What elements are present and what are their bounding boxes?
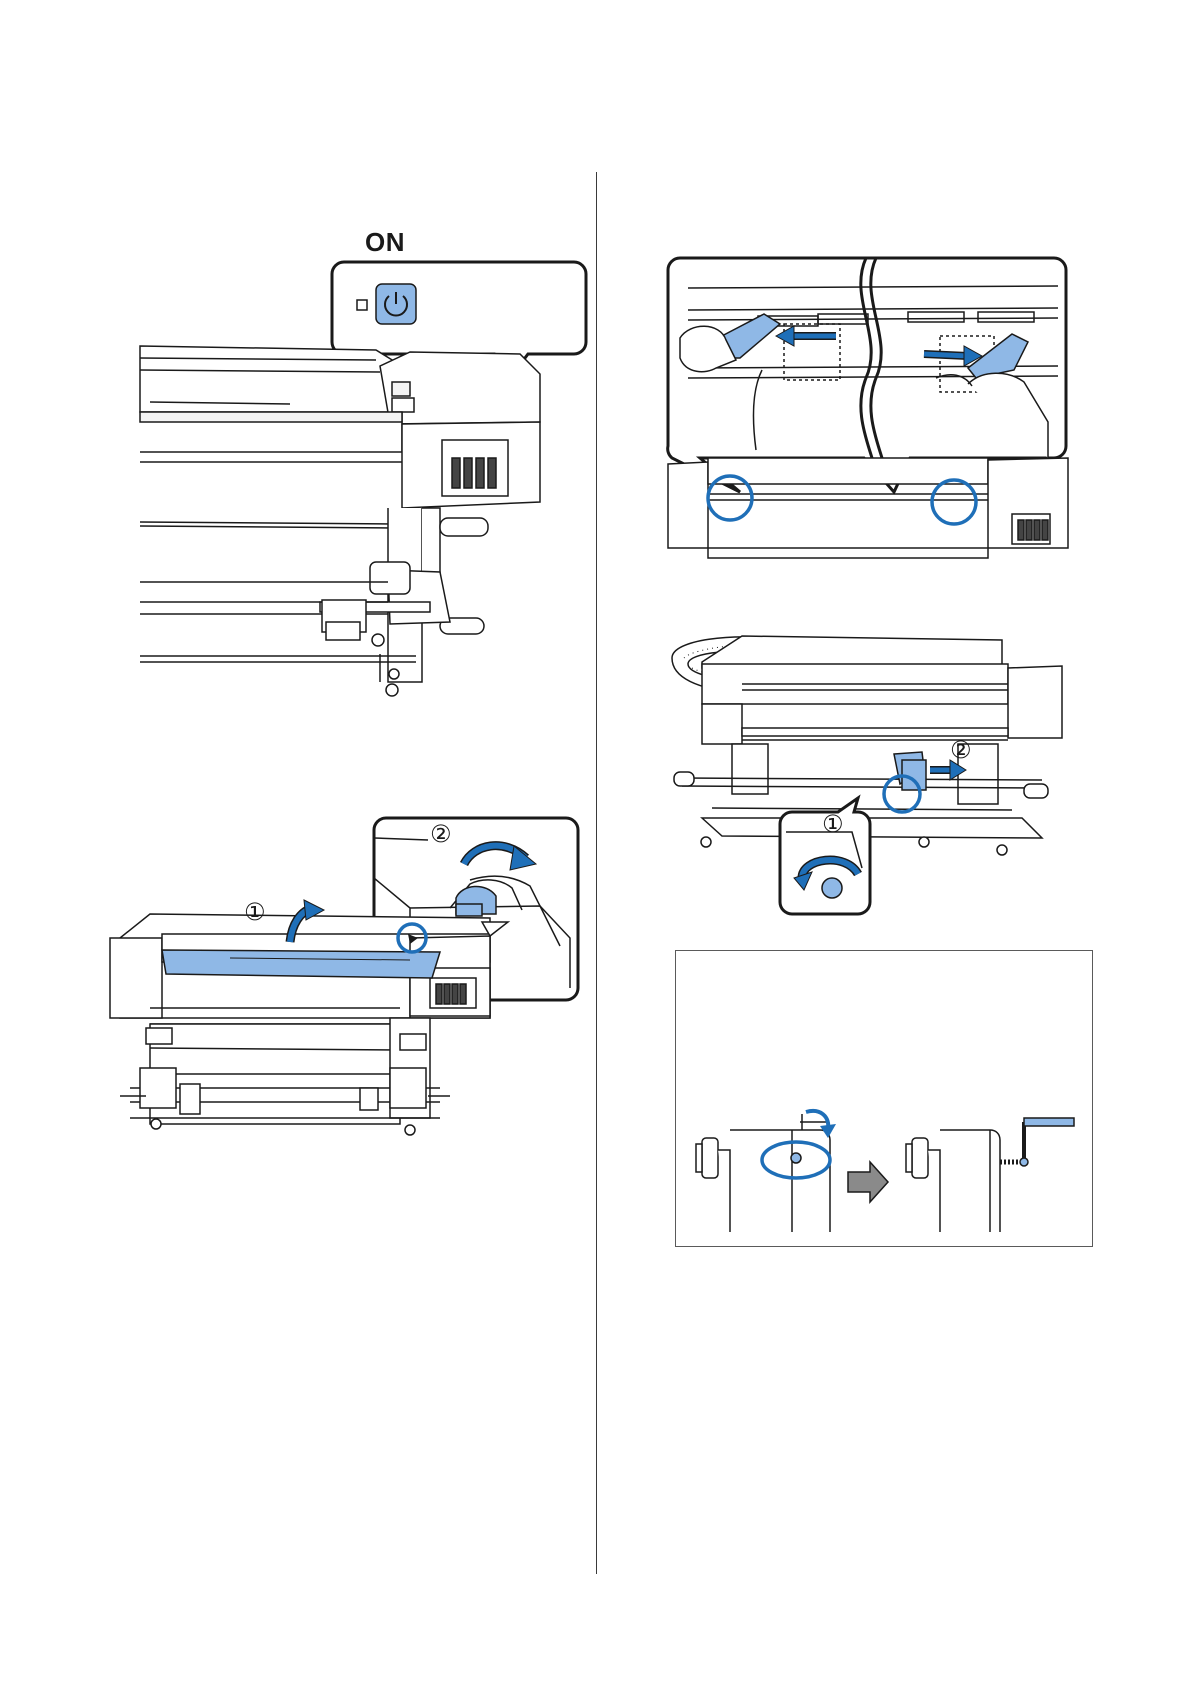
figure-roll-holder: ② ① xyxy=(662,628,1082,918)
on-label: ON xyxy=(365,227,405,258)
roll-holder-after xyxy=(906,1130,1000,1232)
figure-media-edge-plates xyxy=(668,258,1068,578)
gray-arrow-icon xyxy=(848,1162,888,1202)
right-edge-plate-circle xyxy=(932,480,976,524)
roll-holder-illustration: ② ① xyxy=(662,628,1082,918)
media-edge-plates-illustration xyxy=(668,258,1068,578)
printer-body xyxy=(110,914,508,1135)
callout-number-2: ② xyxy=(430,820,452,848)
column-divider xyxy=(596,172,597,1574)
handle-conversion-illustration xyxy=(690,1110,1080,1232)
printer-body xyxy=(668,458,1068,558)
figure-handle-note xyxy=(690,1110,1080,1232)
figure-open-cover: ② xyxy=(110,818,580,1218)
power-light-indicator xyxy=(357,300,367,310)
lock-knob xyxy=(822,878,842,898)
callout-number-2: ② xyxy=(950,736,972,764)
callout-number-1: ① xyxy=(244,898,266,926)
printer-power-illustration xyxy=(140,262,580,722)
front-cover-highlight xyxy=(162,950,440,978)
roll-holder-before xyxy=(696,1114,830,1232)
right-arrow-icon xyxy=(924,354,968,356)
callout-number-1: ① xyxy=(822,810,844,838)
handle-attached xyxy=(1000,1118,1074,1166)
figure-power-on xyxy=(140,262,580,722)
open-cover-illustration: ② xyxy=(110,818,580,1218)
printer-body xyxy=(140,346,540,696)
